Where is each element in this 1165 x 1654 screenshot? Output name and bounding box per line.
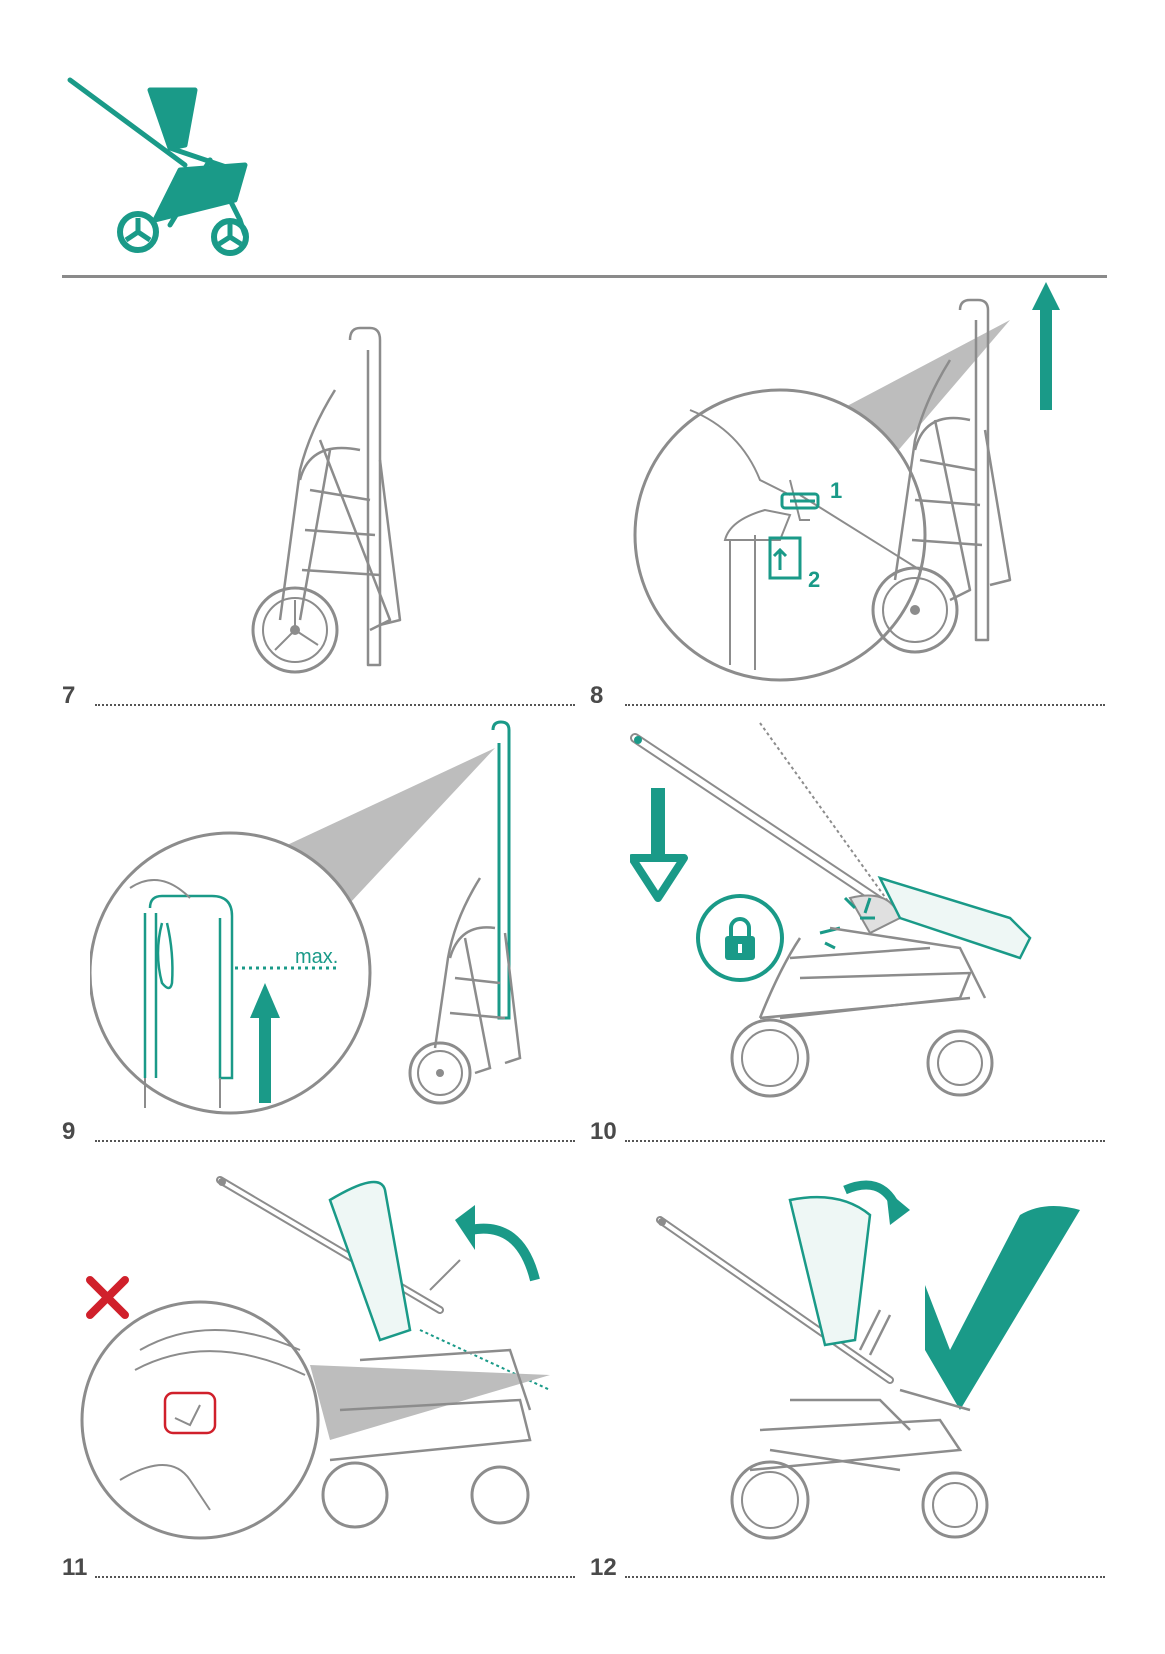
step-number-12: 12 [590,1554,617,1581]
stroller-reclined-icon [60,70,280,270]
step-9-illustration: max. [90,718,570,1128]
step-number-11: 11 [62,1554,88,1581]
step-number-7: 7 [62,682,76,709]
max-height-label: max. [295,946,338,968]
step-11-divider [95,1576,575,1578]
step-10-illustration [630,718,1110,1128]
step-9-divider [95,1140,575,1142]
callout-1: 1 [830,478,842,503]
step-10-divider [625,1140,1105,1142]
step-8-illustration: 1 2 [630,280,1110,690]
header-divider [62,275,1107,278]
cross-icon [86,1276,129,1319]
callout-2: 2 [808,567,820,592]
step-number-9: 9 [62,1118,76,1145]
step-number-8: 8 [590,682,604,709]
step-8-divider [625,704,1105,706]
step-7-divider [95,704,575,706]
step-12-divider [625,1576,1105,1578]
step-11-illustration [80,1150,580,1570]
step-number-10: 10 [590,1118,617,1145]
step-12-illustration [640,1150,1110,1570]
step-7-illustration [240,320,440,680]
